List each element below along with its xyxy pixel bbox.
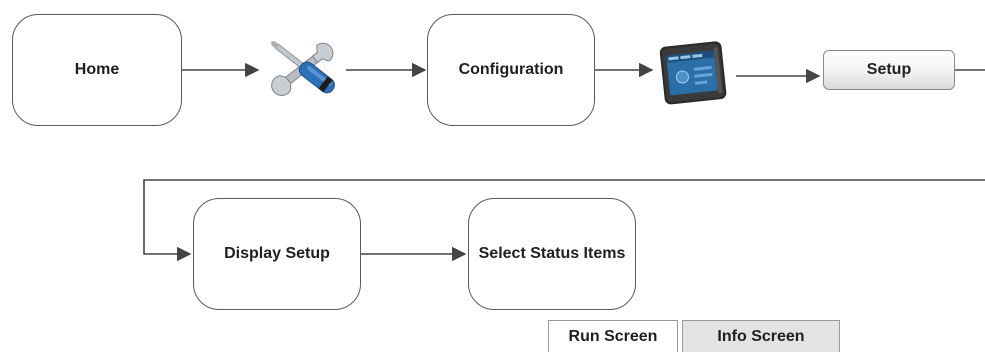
setup-button-label: Setup [866,61,912,78]
home-label: Home [74,60,120,78]
tab-run-screen[interactable]: Run Screen [548,320,678,352]
display-setup-node[interactable]: Display Setup [193,198,361,310]
configuration-node[interactable]: Configuration [427,14,595,126]
display-setup-label: Display Setup [224,244,330,262]
select-status-items-label: Select Status Items [478,244,626,262]
tab-info-screen-label: Info Screen [717,327,805,345]
home-node[interactable]: Home [12,14,182,126]
configuration-label: Configuration [458,60,564,78]
connector-wrap-to-display-setup [143,179,985,262]
tab-run-screen-label: Run Screen [568,327,658,345]
select-status-items-node[interactable]: Select Status Items [468,198,636,310]
tools-icon [271,41,335,96]
tab-info-screen[interactable]: Info Screen [682,320,840,352]
display-terminal-icon [659,41,727,105]
setup-button[interactable]: Setup [823,50,955,90]
